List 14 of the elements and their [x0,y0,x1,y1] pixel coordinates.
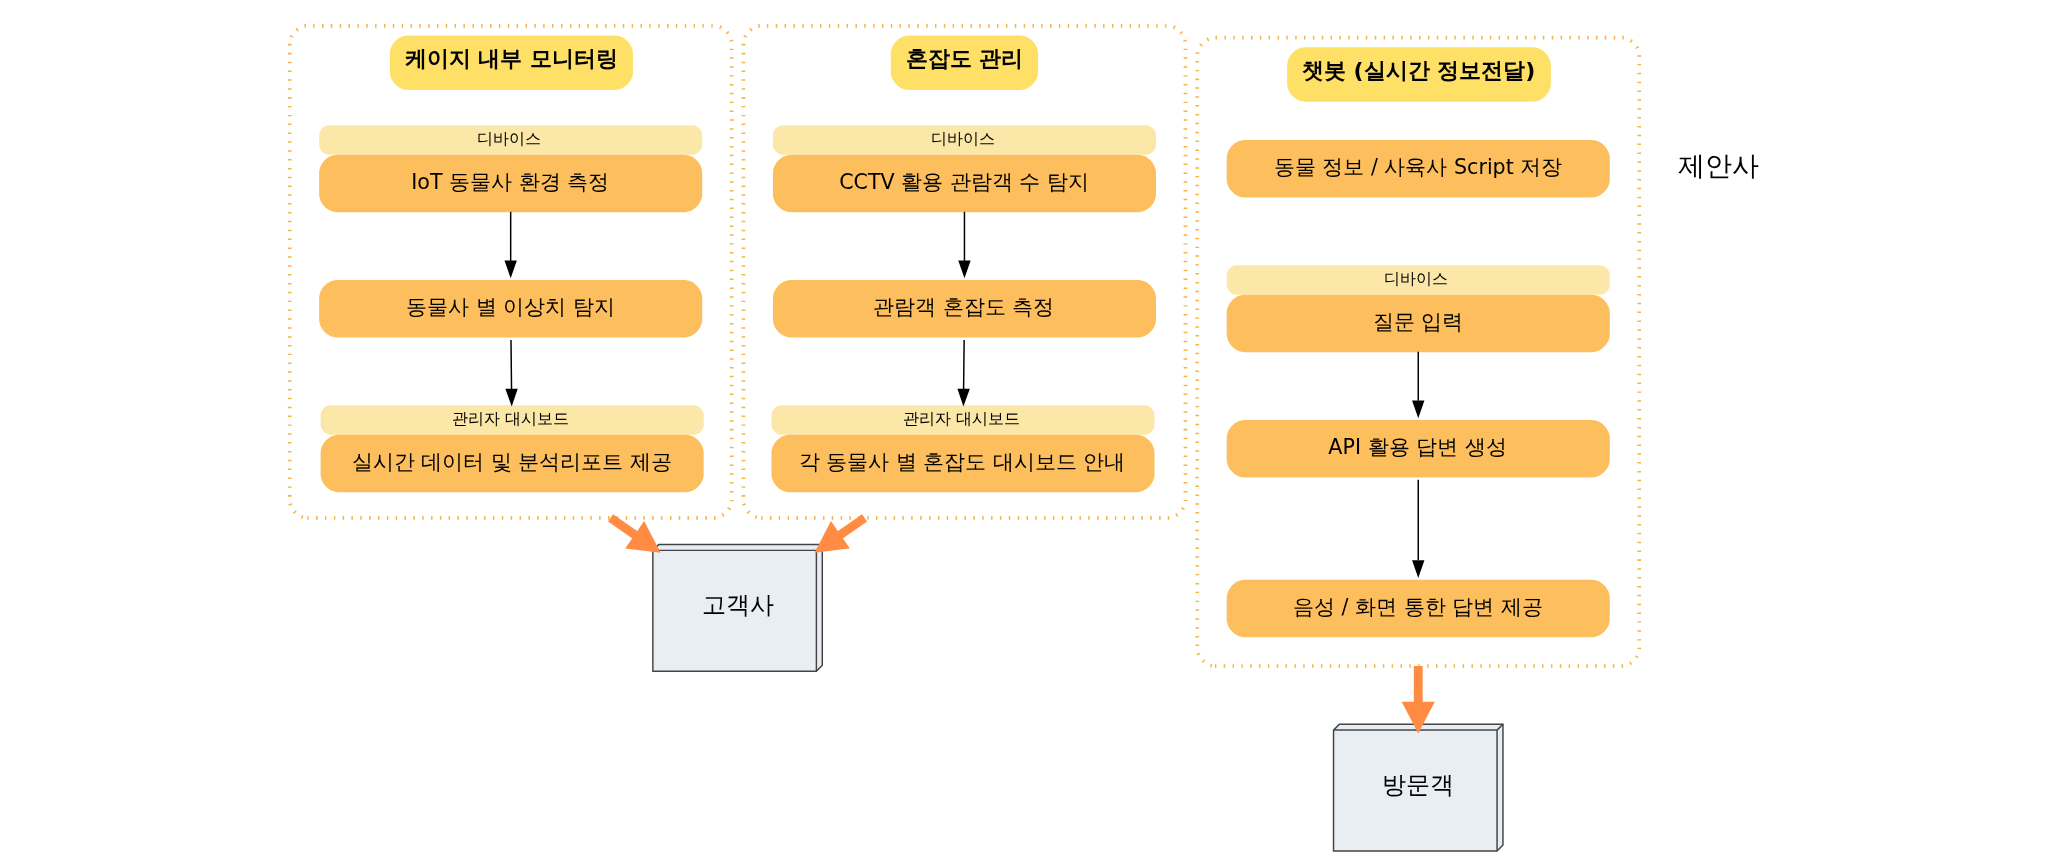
arrow [607,514,661,553]
arrow [1411,350,1424,419]
arrow [504,211,517,279]
node-box: 동물사 별 이상치 탐지 [318,280,702,338]
arrow [957,211,971,279]
node-box: 음성 / 화면 통한 답변 제공 [1226,579,1610,638]
arrow [504,339,518,407]
node-box: 동물 정보 / 사육사 Script 저장 [1226,140,1610,198]
node-box: 관람객 혼잡도 측정 [772,280,1156,338]
arrow [1401,666,1435,734]
node-box: API 활용 답변 생성 [1226,420,1610,478]
arrow [1411,478,1424,578]
arrow [956,339,970,407]
label: 제안사 [1677,149,1759,181]
